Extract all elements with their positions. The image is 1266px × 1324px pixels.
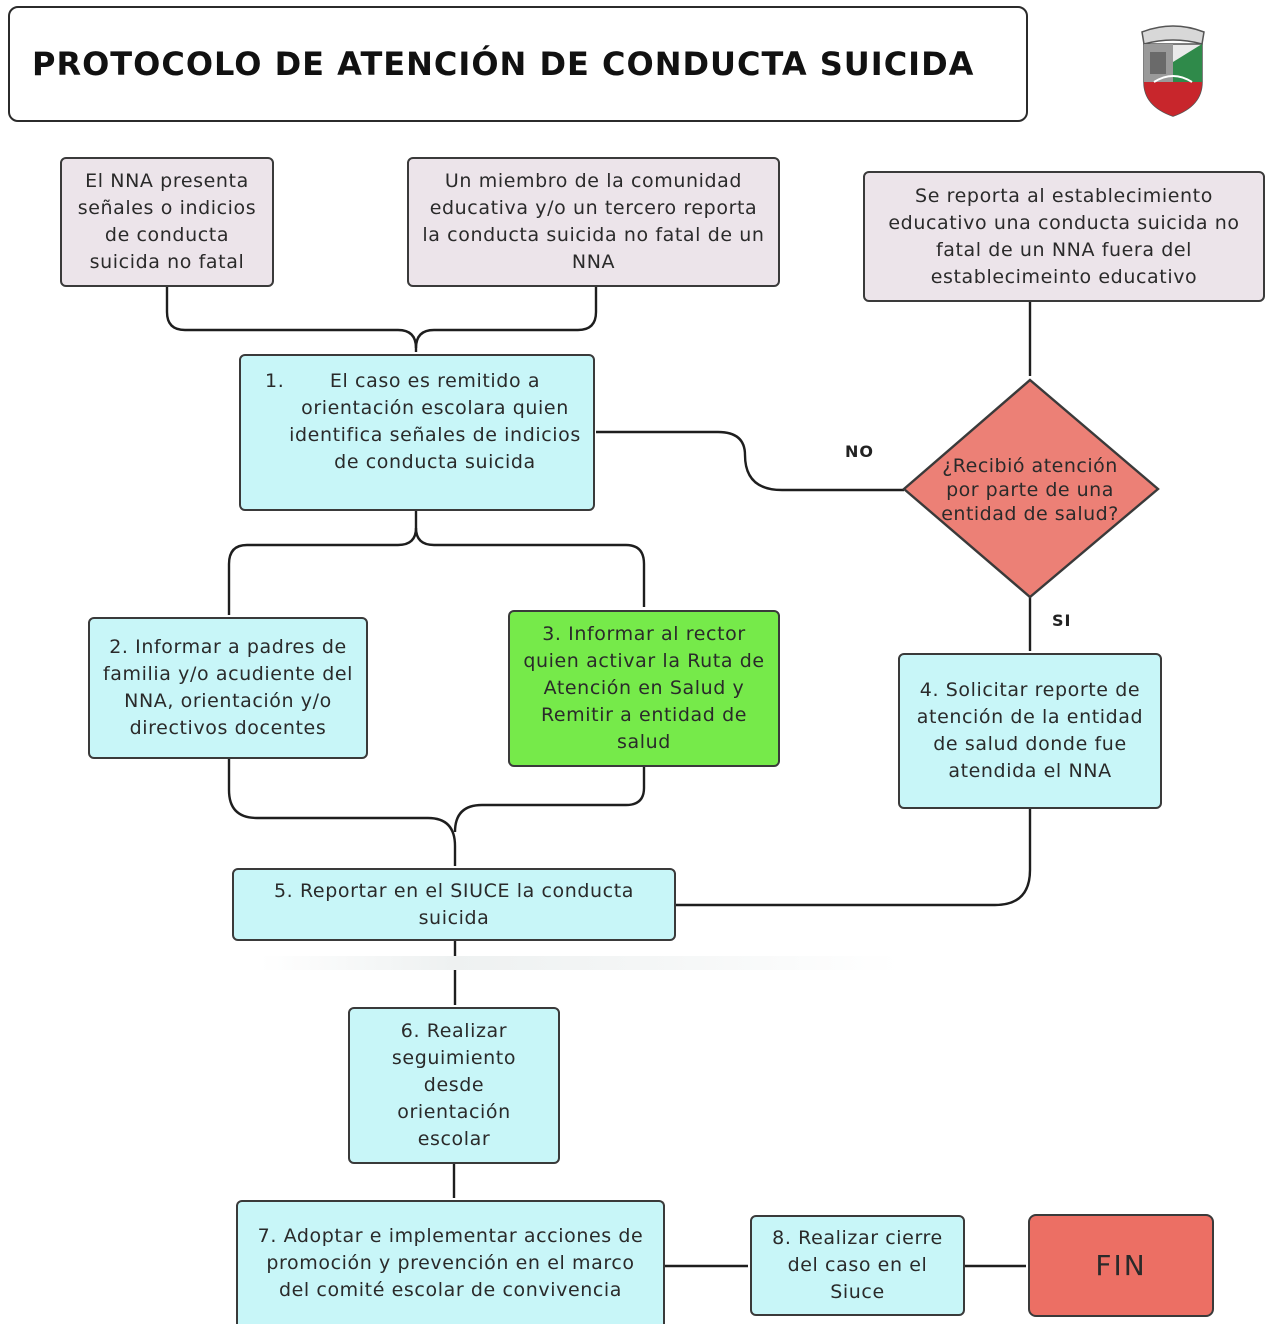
title-box: PROTOCOLO DE ATENCIÓN DE CONDUCTA SUICID… xyxy=(8,6,1028,122)
school-crest-logo xyxy=(1141,25,1205,117)
edge-step3-step5 xyxy=(453,767,646,833)
step-8-node: 8. Realizar cierre del caso en el Siuce xyxy=(750,1215,965,1316)
start-node-external-report-text: Se reporta al establecimiento educativo … xyxy=(888,184,1240,288)
edge-step1-step2 xyxy=(227,511,418,615)
step-4-text: 4. Solicitar reporte de atención de la e… xyxy=(916,679,1144,782)
end-node-text: FIN xyxy=(1095,1249,1147,1282)
step-2-text: 2. Informar a padres de familia y/o acud… xyxy=(102,636,354,739)
decision-diamond xyxy=(902,378,1160,599)
edge-starta-merge xyxy=(165,287,418,352)
start-node-nna-signals-text: El NNA presenta señales o indicios de co… xyxy=(77,170,257,273)
start-node-community-report-text: Un miembro de la comunidad educativa y/o… xyxy=(422,170,765,273)
edge-label-no: NO xyxy=(845,442,874,461)
start-node-external-report: Se reporta al establecimiento educativo … xyxy=(863,171,1265,302)
edge-step4-step5 xyxy=(676,809,1032,907)
step-6-node: 6. Realizar seguimiento desde orientació… xyxy=(348,1007,560,1164)
step-5-text: 5. Reportar en el SIUCE la conducta suic… xyxy=(273,879,635,929)
step-1-node: 1. El caso es remitido a orientación esc… xyxy=(239,354,595,511)
start-node-community-report: Un miembro de la comunidad educativa y/o… xyxy=(407,157,780,287)
step-7-text: 7. Adoptar e implementar acciones de pro… xyxy=(257,1224,644,1301)
step-1-text: El caso es remitido a orientación escola… xyxy=(289,370,581,473)
decision-text: ¿Recibió atención por parte de una entid… xyxy=(941,455,1119,525)
step-1-number: 1. xyxy=(265,370,285,392)
end-node: FIN xyxy=(1028,1214,1214,1317)
edge-step2-step5 xyxy=(227,759,457,866)
edge-step1-step3 xyxy=(414,527,646,607)
start-node-nna-signals: El NNA presenta señales o indicios de co… xyxy=(60,157,274,287)
step-3-text: 3. Informar al rector quien activar la R… xyxy=(523,623,765,753)
step-4-node: 4. Solicitar reporte de atención de la e… xyxy=(898,653,1162,809)
edge-decision-no-step1 xyxy=(596,430,904,492)
step-7-node: 7. Adoptar e implementar acciones de pro… xyxy=(236,1200,665,1324)
step-5-node: 5. Reportar en el SIUCE la conducta suic… xyxy=(232,868,676,941)
edge-startb-merge xyxy=(414,287,598,349)
scan-artifact-band xyxy=(260,956,900,970)
step-6-text: 6. Realizar seguimiento desde orientació… xyxy=(391,1020,517,1150)
step-2-node: 2. Informar a padres de familia y/o acud… xyxy=(88,617,368,759)
step-3-node: 3. Informar al rector quien activar la R… xyxy=(508,610,780,767)
step-8-text: 8. Realizar cierre del caso en el Siuce xyxy=(772,1227,943,1303)
page-title: PROTOCOLO DE ATENCIÓN DE CONDUCTA SUICID… xyxy=(32,45,975,83)
edge-label-si: SI xyxy=(1052,611,1072,630)
